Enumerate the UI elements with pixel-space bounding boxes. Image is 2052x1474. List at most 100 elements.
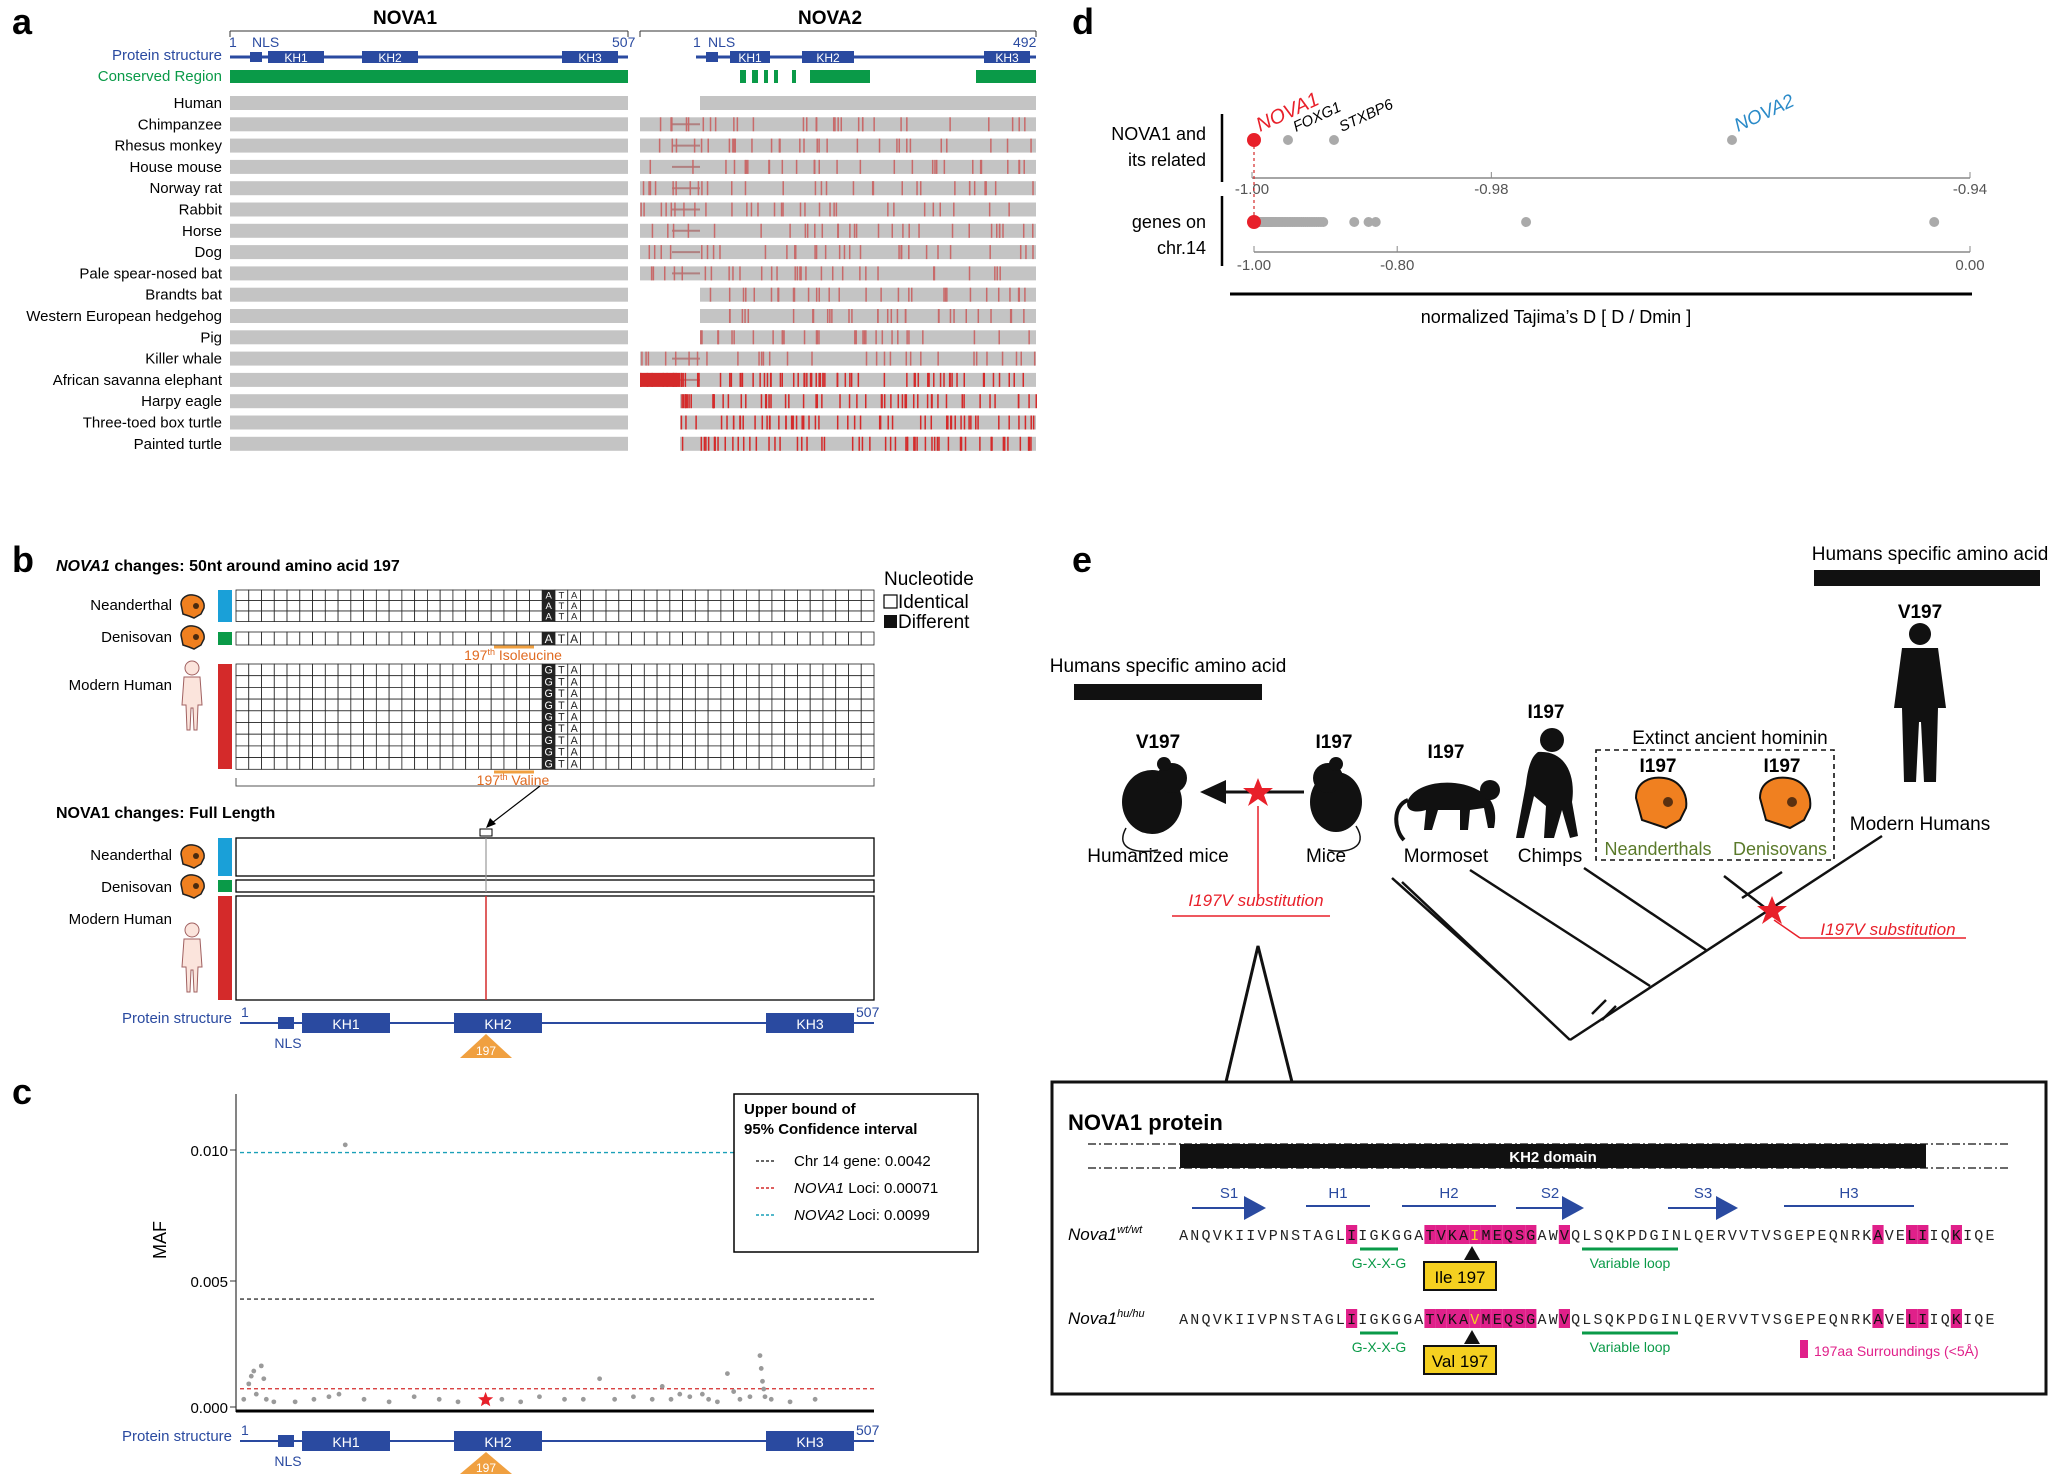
variant-tick bbox=[833, 202, 835, 217]
codon-letter: A bbox=[571, 591, 578, 602]
codon-letter: A bbox=[571, 723, 579, 735]
nucleotide-identical bbox=[656, 733, 671, 747]
variant-tick bbox=[855, 223, 858, 238]
nucleotide-identical bbox=[758, 722, 773, 735]
nucleotide-identical bbox=[286, 698, 301, 712]
nucleotide-identical bbox=[388, 663, 403, 677]
variant-tick bbox=[712, 245, 715, 260]
residue: A bbox=[1179, 1228, 1188, 1245]
nucleotide-identical bbox=[835, 675, 849, 688]
nucleotide-identical bbox=[580, 631, 594, 646]
residue: I bbox=[1929, 1312, 1938, 1329]
variant-tick bbox=[985, 287, 988, 302]
variant-tick bbox=[770, 394, 772, 409]
i197-mice: I197 bbox=[1316, 732, 1353, 753]
residue-highlight bbox=[1446, 1309, 1458, 1328]
residue: V bbox=[1257, 1312, 1266, 1329]
chr14-point bbox=[1521, 217, 1532, 227]
nucleotide-identical bbox=[758, 710, 773, 723]
variable-loop-wt: Variable loop bbox=[1590, 1255, 1671, 1271]
nucleotide-identical bbox=[261, 733, 275, 747]
residue: Q bbox=[1504, 1312, 1513, 1329]
codon-letter: T bbox=[558, 665, 565, 677]
variant-tick bbox=[761, 415, 764, 430]
nucleotide-identical bbox=[835, 698, 849, 712]
nucleotide-identical bbox=[733, 710, 747, 723]
nucleotide-identical bbox=[261, 600, 275, 612]
variant-tick bbox=[990, 309, 992, 323]
residue: A bbox=[1537, 1312, 1546, 1329]
i197-denisovan: I197 bbox=[1764, 756, 1801, 777]
nucleotide-identical bbox=[618, 733, 632, 747]
variant-tick bbox=[934, 159, 936, 174]
variant-tick bbox=[928, 372, 930, 387]
variant-tick bbox=[837, 223, 839, 238]
nucleotide-identical bbox=[401, 600, 416, 612]
codon-letter: A bbox=[571, 735, 579, 747]
nucleotide-identical bbox=[414, 610, 428, 622]
nucleotide-identical bbox=[809, 589, 824, 601]
variant-tick bbox=[984, 181, 986, 196]
variant-tick bbox=[1025, 245, 1027, 260]
variant-tick bbox=[1032, 245, 1034, 260]
nucleotide-identical bbox=[707, 733, 722, 747]
nova1-alignment-bar bbox=[230, 266, 628, 281]
nucleotide-identical bbox=[797, 722, 811, 735]
nova2-kh1: KH1 bbox=[738, 51, 762, 65]
nucleotide-identical bbox=[580, 757, 594, 770]
nucleotide-identical bbox=[363, 698, 377, 712]
nucleotide-identical bbox=[401, 745, 416, 759]
nucleotide-identical bbox=[733, 631, 747, 646]
legend-nova2: NOVA2 Loci: 0.0099 bbox=[794, 1207, 930, 1224]
variant-tick bbox=[766, 372, 769, 387]
variant-tick bbox=[648, 181, 650, 196]
variant-tick bbox=[696, 351, 699, 366]
variant-tick bbox=[813, 159, 816, 174]
nucleotide-identical bbox=[605, 710, 620, 723]
nucleotide-identical bbox=[452, 745, 467, 759]
variant-tick bbox=[814, 181, 817, 196]
nucleotide-identical bbox=[516, 757, 530, 770]
nucleotide-identical bbox=[337, 710, 352, 723]
variant-tick bbox=[807, 287, 810, 302]
nova2-alignment-bar bbox=[680, 394, 1036, 409]
nucleotide-identical bbox=[771, 610, 786, 622]
residue: I bbox=[1347, 1312, 1356, 1329]
variant-tick bbox=[804, 202, 806, 217]
residue: S bbox=[1593, 1312, 1602, 1329]
nucleotide-identical bbox=[669, 610, 684, 622]
nucleotide-identical bbox=[503, 600, 518, 612]
variant-tick bbox=[801, 436, 803, 451]
residue: K bbox=[1862, 1228, 1871, 1245]
variant-tick bbox=[763, 372, 766, 387]
variant-tick bbox=[914, 372, 916, 387]
variant-tick bbox=[880, 287, 882, 302]
nucleotide-identical bbox=[643, 710, 658, 723]
nucleotide-identical bbox=[414, 710, 428, 723]
variant-tick bbox=[680, 415, 683, 430]
variant-tick bbox=[732, 266, 734, 281]
nucleotide-identical bbox=[426, 733, 441, 747]
residue: N bbox=[1672, 1312, 1681, 1329]
nucleotide-identical bbox=[669, 698, 684, 712]
i197-neanderthal: I197 bbox=[1640, 756, 1677, 777]
nucleotide-identical bbox=[273, 687, 288, 700]
codon-letter: T bbox=[558, 591, 564, 602]
species-label: Chimpanzee bbox=[138, 116, 222, 133]
variant-tick bbox=[963, 394, 965, 409]
variant-tick bbox=[1020, 351, 1022, 366]
nucleotide-identical bbox=[694, 745, 709, 759]
nucleotide-identical bbox=[694, 698, 709, 712]
variant-tick bbox=[972, 159, 974, 174]
i197-marmoset: I197 bbox=[1428, 742, 1465, 763]
variant-tick bbox=[1019, 245, 1022, 260]
variant-tick bbox=[642, 181, 645, 196]
nucleotide-identical bbox=[758, 663, 773, 677]
nucleotide-identical bbox=[771, 663, 786, 677]
nucleotide-identical bbox=[503, 757, 518, 770]
panel-b-title: NOVA1 changes: 50nt around amino acid 19… bbox=[56, 558, 400, 575]
nucleotide-identical bbox=[401, 733, 416, 747]
nucleotide-identical bbox=[797, 710, 811, 723]
variant-tick bbox=[853, 415, 856, 430]
variant-tick bbox=[755, 436, 758, 451]
